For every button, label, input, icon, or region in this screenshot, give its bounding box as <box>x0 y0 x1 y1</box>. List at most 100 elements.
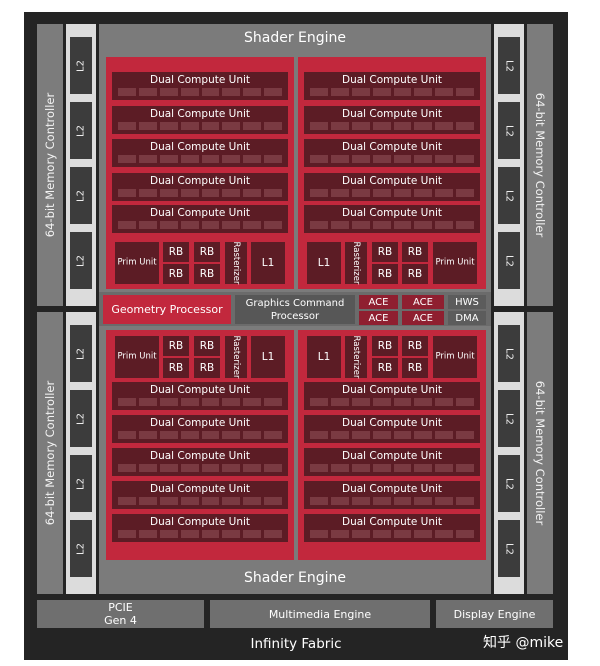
dual-compute-unit: Dual Compute Unit <box>112 72 288 100</box>
l2-label: L2 <box>75 254 87 267</box>
dcu-label: Dual Compute Unit <box>149 175 251 187</box>
render-backend: RB <box>372 336 398 356</box>
dual-compute-unit: Dual Compute Unit <box>112 448 288 476</box>
l2-slice: L2 <box>70 232 92 289</box>
rb-label: RB <box>377 362 393 374</box>
graphics-command-processor: Graphics Command Processor <box>235 295 355 324</box>
rb-label: RB <box>199 246 215 258</box>
rb-label: RB <box>168 268 184 280</box>
rb-label: RB <box>199 340 215 352</box>
l2-label: L2 <box>75 347 87 360</box>
dual-compute-unit: Dual Compute Unit <box>304 72 480 100</box>
dcu-label: Dual Compute Unit <box>149 450 251 462</box>
memory-controller-label: 64-bit Memory Controller <box>43 92 57 238</box>
l2-slice: L2 <box>498 232 520 289</box>
render-backend: RB <box>402 242 428 262</box>
render-backend: RB <box>402 358 428 378</box>
display-engine: Display Engine <box>436 600 553 628</box>
shader-array-top-left: Dual Compute Unit Dual Compute Unit Dual… <box>106 57 294 289</box>
l2-cache-column-top-right: L2 L2 L2 L2 <box>494 24 524 306</box>
dcu-label: Dual Compute Unit <box>341 207 443 219</box>
l1-label: L1 <box>317 257 331 269</box>
pcie-block: PCIE Gen 4 <box>37 600 204 628</box>
memory-controller-label: 64-bit Memory Controller <box>533 380 547 526</box>
prim-unit-label: Prim Unit <box>435 351 475 362</box>
dcu-label: Dual Compute Unit <box>341 108 443 120</box>
l2-label: L2 <box>503 124 515 137</box>
prim-unit-label: Prim Unit <box>435 257 475 268</box>
render-backend: RB <box>402 264 428 284</box>
l1-label: L1 <box>317 351 331 363</box>
render-backend: RB <box>194 336 220 356</box>
dual-compute-unit: Dual Compute Unit <box>112 415 288 443</box>
dcu-label: Dual Compute Unit <box>341 516 443 528</box>
l2-cache-column-top-left: L2 L2 L2 L2 <box>66 24 96 306</box>
dual-compute-unit: Dual Compute Unit <box>112 382 288 410</box>
l2-slice: L2 <box>498 167 520 224</box>
dcu-label: Dual Compute Unit <box>341 450 443 462</box>
dual-compute-unit: Dual Compute Unit <box>112 173 288 201</box>
l2-slice: L2 <box>70 520 92 577</box>
prim-unit: Prim Unit <box>115 336 159 378</box>
dual-compute-unit: Dual Compute Unit <box>112 481 288 509</box>
rb-label: RB <box>377 268 393 280</box>
rb-label: RB <box>168 246 184 258</box>
l2-slice: L2 <box>498 390 520 447</box>
l2-cache-column-bottom-right: L2 L2 L2 L2 <box>494 312 524 594</box>
dual-compute-unit: Dual Compute Unit <box>112 139 288 167</box>
dcu-label: Dual Compute Unit <box>341 417 443 429</box>
geometry-processor: Geometry Processor <box>103 295 231 324</box>
rasterizer: Rasterizer <box>225 242 247 284</box>
ace-unit: ACE <box>402 295 444 309</box>
dcu-label: Dual Compute Unit <box>149 74 251 86</box>
l1-cache: L1 <box>307 336 341 378</box>
l1-cache: L1 <box>251 336 285 378</box>
dual-compute-unit: Dual Compute Unit <box>112 514 288 542</box>
infinity-fabric-label: Infinity Fabric <box>250 636 342 652</box>
l1-cache: L1 <box>251 242 285 284</box>
render-backend: RB <box>163 264 189 284</box>
dual-compute-unit: Dual Compute Unit <box>112 106 288 134</box>
prim-unit-label: Prim Unit <box>117 351 157 362</box>
l2-label: L2 <box>75 412 87 425</box>
render-backend: RB <box>194 242 220 262</box>
prim-unit: Prim Unit <box>433 242 477 284</box>
render-backend: RB <box>194 264 220 284</box>
l2-slice: L2 <box>70 37 92 94</box>
l2-label: L2 <box>75 542 87 555</box>
prim-unit: Prim Unit <box>433 336 477 378</box>
dual-compute-unit: Dual Compute Unit <box>304 448 480 476</box>
dual-compute-unit: Dual Compute Unit <box>112 205 288 233</box>
render-backend: RB <box>163 242 189 262</box>
dual-compute-unit: Dual Compute Unit <box>304 139 480 167</box>
dual-compute-unit: Dual Compute Unit <box>304 514 480 542</box>
ace-unit: ACE <box>359 295 398 309</box>
render-backend: RB <box>194 358 220 378</box>
prim-unit: Prim Unit <box>115 242 159 284</box>
l2-label: L2 <box>503 254 515 267</box>
memory-controller-bottom-right: 64-bit Memory Controller <box>527 312 553 594</box>
dcu-label: Dual Compute Unit <box>341 175 443 187</box>
rb-label: RB <box>377 246 393 258</box>
rb-label: RB <box>407 340 423 352</box>
rasterizer: Rasterizer <box>225 336 247 378</box>
l2-slice: L2 <box>498 37 520 94</box>
rb-label: RB <box>407 362 423 374</box>
rb-label: RB <box>199 268 215 280</box>
dual-compute-unit: Dual Compute Unit <box>304 481 480 509</box>
rb-label: RB <box>377 340 393 352</box>
rasterizer-label: Rasterizer <box>351 335 361 379</box>
l2-label: L2 <box>503 412 515 425</box>
ace-unit: ACE <box>402 311 444 325</box>
render-backend: RB <box>372 358 398 378</box>
dcu-label: Dual Compute Unit <box>149 141 251 153</box>
l2-label: L2 <box>503 189 515 202</box>
dma-unit: DMA <box>448 311 486 325</box>
l2-label: L2 <box>503 347 515 360</box>
rb-label: RB <box>199 362 215 374</box>
dual-compute-unit: Dual Compute Unit <box>304 106 480 134</box>
memory-controller-top-right: 64-bit Memory Controller <box>527 24 553 306</box>
dual-compute-unit: Dual Compute Unit <box>304 173 480 201</box>
l2-slice: L2 <box>498 102 520 159</box>
pcie-label: PCIE Gen 4 <box>104 601 137 627</box>
